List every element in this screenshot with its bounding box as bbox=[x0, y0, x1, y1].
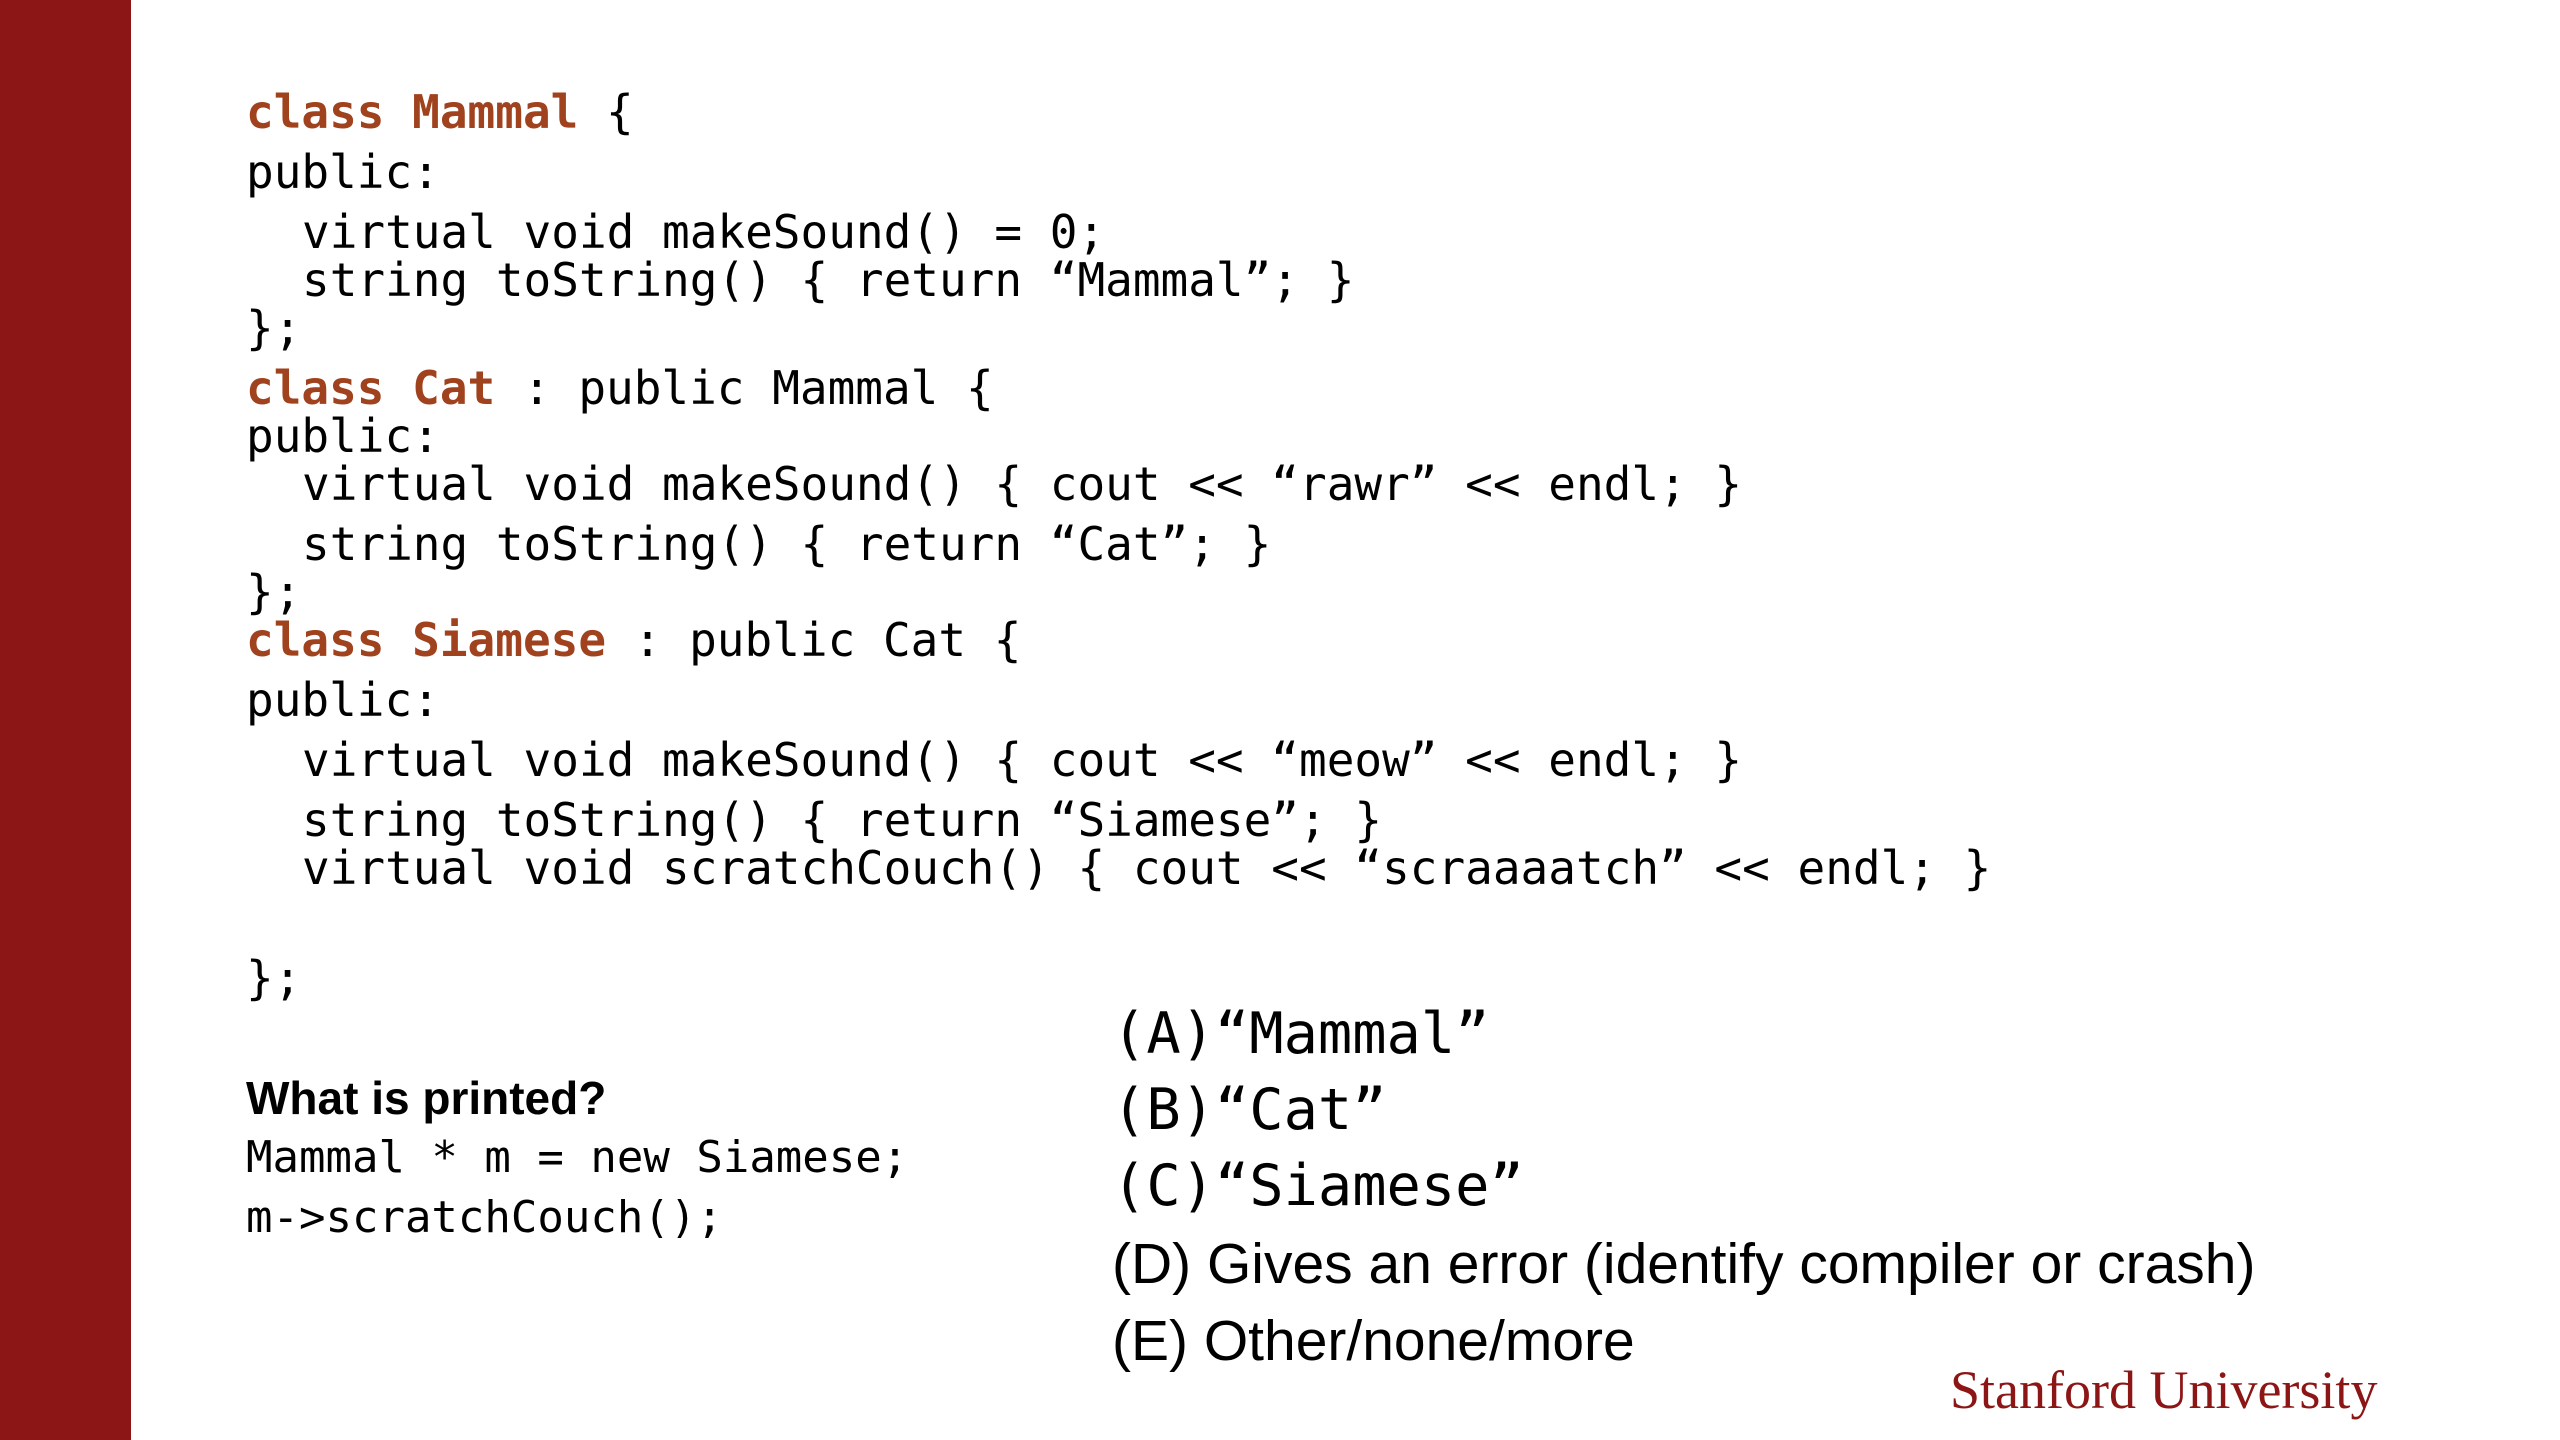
keyword: class Siamese bbox=[246, 613, 607, 667]
keyword: class Cat bbox=[246, 361, 496, 415]
left-accent-bar bbox=[0, 0, 131, 1440]
code-line-16: }; bbox=[246, 951, 302, 1005]
code-line-8: virtual void makeSound() { cout << “rawr… bbox=[302, 457, 1743, 511]
answer-e: (E) Other/none/more bbox=[1112, 1309, 1635, 1373]
code-line-7: public: bbox=[246, 409, 440, 463]
answer-d: (D) Gives an error (identify compiler or… bbox=[1112, 1232, 2256, 1296]
code-line-3: virtual void makeSound() = 0; bbox=[302, 205, 1106, 259]
code-line-9: string toString() { return “Cat”; } bbox=[302, 517, 1272, 571]
keyword: class Mammal bbox=[246, 85, 579, 139]
code-line-14: string toString() { return “Siamese”; } bbox=[302, 793, 1383, 847]
code-line-1: class Mammal { bbox=[246, 85, 634, 139]
question-label: What is printed? bbox=[246, 1072, 607, 1124]
code-line-13: virtual void makeSound() { cout << “meow… bbox=[302, 733, 1743, 787]
code-line-11: class Siamese : public Cat { bbox=[246, 613, 1022, 667]
code-line-12: public: bbox=[246, 673, 440, 727]
code-line-15: virtual void scratchCouch() { cout << “s… bbox=[302, 841, 1992, 895]
stanford-university-logo: Stanford University bbox=[1950, 1360, 2378, 1420]
code-line-6: class Cat : public Mammal { bbox=[246, 361, 994, 415]
answer-b: (B)“Cat” bbox=[1112, 1077, 1387, 1143]
code-line-5: }; bbox=[246, 301, 302, 355]
code-line-10: }; bbox=[246, 565, 302, 619]
code-line-4: string toString() { return “Mammal”; } bbox=[302, 253, 1355, 307]
code-line-2: public: bbox=[246, 145, 440, 199]
answer-c: (C)“Siamese” bbox=[1112, 1153, 1524, 1219]
question-code-line-1: Mammal * m = new Siamese; bbox=[246, 1132, 909, 1183]
question-code-line-2: m->scratchCouch(); bbox=[246, 1192, 723, 1243]
answer-a: (A)“Mammal” bbox=[1112, 1001, 1490, 1067]
